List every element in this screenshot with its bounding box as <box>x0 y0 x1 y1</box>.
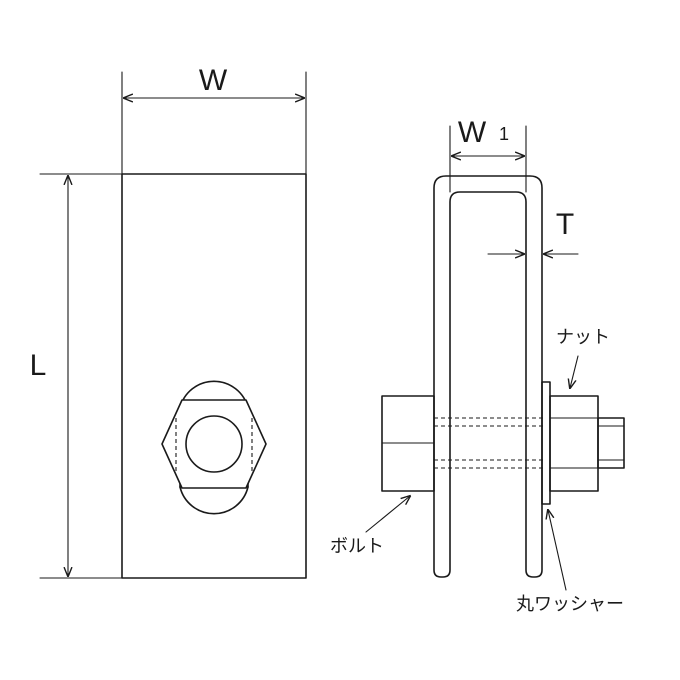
washer <box>541 381 551 505</box>
label-bolt: ボルト <box>330 536 384 556</box>
front-view: W L <box>30 64 307 579</box>
nut <box>549 395 599 492</box>
label-t: T <box>556 208 574 241</box>
label-w1-subscript: 1 <box>499 124 509 144</box>
label-l: L <box>30 349 47 382</box>
label-w: W <box>199 64 228 97</box>
bracket-outer <box>433 175 543 578</box>
label-washer: 丸ワッシャー <box>516 594 624 614</box>
bolt-thread-end <box>597 417 625 469</box>
plate-outline <box>121 173 307 579</box>
label-w1: W <box>458 116 487 149</box>
side-view: W 1 T ナット ボルト 丸ワッシャー <box>330 116 625 614</box>
leader-washer <box>548 510 567 591</box>
label-nut: ナット <box>556 327 610 347</box>
leader-bolt <box>365 496 410 533</box>
leader-nut <box>570 355 579 388</box>
circle-icon <box>185 415 243 473</box>
hex-nut-icon <box>161 399 267 489</box>
